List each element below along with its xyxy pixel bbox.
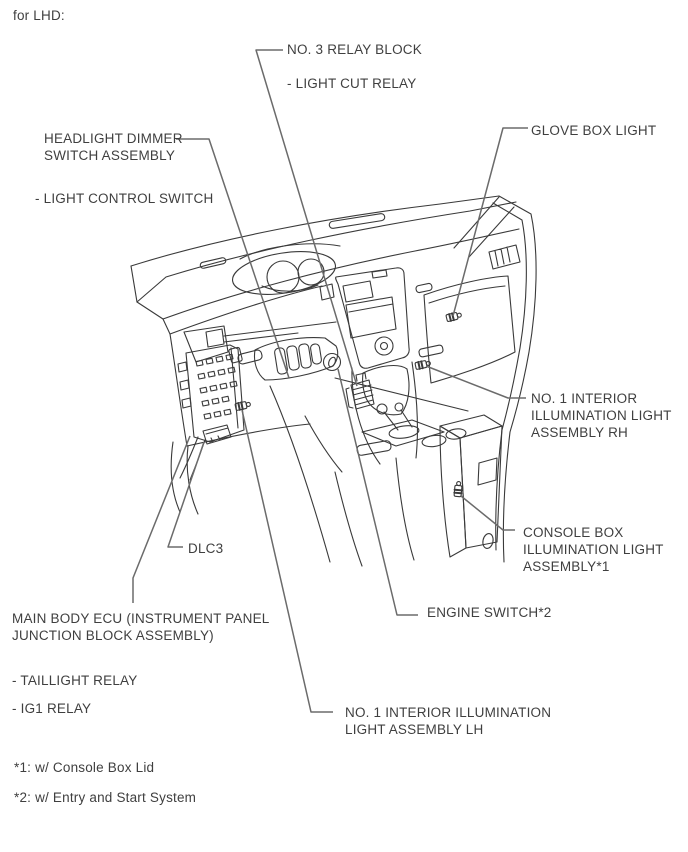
defroster-slot-left <box>199 257 227 269</box>
leader-interior-light-rh <box>425 365 526 399</box>
leader-no3-relay-block <box>255 49 358 387</box>
label-interior-light-rh: NO. 1 INTERIOR ILLUMINATION LIGHT ASSEMB… <box>531 391 672 440</box>
leader-glove-box-light <box>452 127 528 317</box>
console-box <box>439 414 503 558</box>
interior-light-lh-marker <box>233 399 253 412</box>
cup-holder <box>421 434 447 448</box>
fuse-grid <box>195 353 238 420</box>
leader-lines <box>132 49 528 713</box>
footnote-entry-start-system: *2: w/ Entry and Start System <box>14 790 197 805</box>
turn-signal-stalk <box>237 349 263 365</box>
glove-box <box>418 275 516 384</box>
dashboard-body <box>136 201 521 515</box>
display-panel <box>342 280 374 303</box>
side-vent <box>488 244 521 270</box>
label-glove-box-light: GLOVE BOX LIGHT <box>531 123 657 138</box>
console-box-pocket <box>477 457 498 486</box>
variant-label: for LHD: <box>13 8 65 23</box>
leader-main-body-ecu <box>132 435 191 603</box>
label-headlight-dimmer-switch: HEADLIGHT DIMMER SWITCH ASSEMBLY <box>44 131 183 163</box>
audio-unit <box>345 296 397 339</box>
gauge-left <box>266 260 300 294</box>
shift-lever <box>383 411 399 431</box>
label-light-control-switch: - LIGHT CONTROL SWITCH <box>35 191 214 206</box>
leader-console-box-light <box>460 495 515 531</box>
console-box-light-marker <box>453 480 464 498</box>
leader-interior-light-lh <box>241 409 333 713</box>
shifter-plate <box>361 419 445 447</box>
label-taillight-relay: - TAILLIGHT RELAY <box>12 673 138 688</box>
engine-switch-part <box>322 352 342 372</box>
center-stack <box>319 267 418 465</box>
center-console <box>269 385 467 567</box>
gauge-right <box>297 258 325 286</box>
label-interior-light-lh: NO. 1 INTERIOR ILLUMINATION LIGHT ASSEMB… <box>345 705 552 737</box>
label-console-box-light: CONSOLE BOX ILLUMINATION LIGHT ASSEMBLY*… <box>523 525 664 574</box>
interior-light-rh-marker <box>413 358 433 371</box>
defroster-slot-right <box>328 213 386 229</box>
cup-holder <box>445 428 467 440</box>
leader-dlc3 <box>167 441 205 548</box>
label-light-cut-relay: - LIGHT CUT RELAY <box>287 76 417 91</box>
reinforcement-beam <box>223 321 337 343</box>
no3-relay-block-part <box>345 372 375 410</box>
dlc3-connector <box>202 424 232 445</box>
connector-tabs <box>177 361 192 409</box>
leader-headlight-dimmer <box>176 138 290 379</box>
label-dlc3: DLC3 <box>188 541 224 556</box>
label-no3-relay-block: NO. 3 RELAY BLOCK <box>287 42 422 57</box>
label-engine-switch: ENGINE SWITCH*2 <box>427 605 552 620</box>
footnote-console-box-lid: *1: w/ Console Box Lid <box>14 760 155 775</box>
leader-engine-switch <box>337 368 418 616</box>
hvac-dial <box>374 336 394 356</box>
windshield-and-pillars <box>130 195 537 563</box>
junction-block <box>177 344 245 481</box>
glove-box-slot <box>418 344 444 358</box>
label-ig1-relay: - IG1 RELAY <box>12 701 92 716</box>
dash-slot-small <box>415 282 433 294</box>
label-main-body-ecu: MAIN BODY ECU (INSTRUMENT PANEL JUNCTION… <box>12 611 270 643</box>
